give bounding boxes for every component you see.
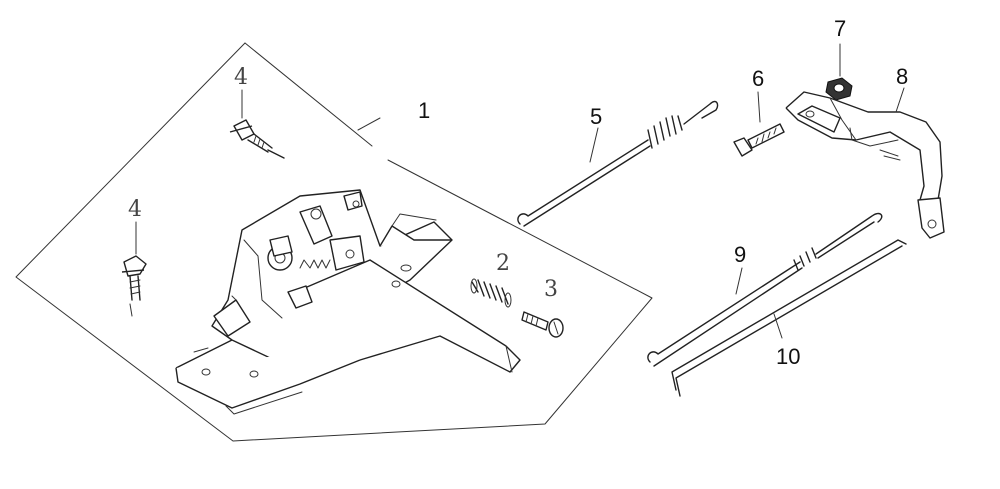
lever-bracket [785, 87, 945, 239]
callout-3: 3 [544, 277, 558, 302]
callout-1: 1 [418, 98, 430, 123]
compression-spring [470, 278, 512, 308]
callout-10: 10 [776, 344, 800, 369]
link-rod [671, 239, 907, 397]
hex-nut [825, 43, 853, 101]
callout-8: 8 [896, 64, 908, 89]
screw [521, 311, 564, 338]
carriage-bolt [733, 91, 785, 157]
callout-2: 2 [496, 251, 510, 276]
callout-4-lower: 4 [128, 197, 142, 222]
callout-labels: 1 2 3 4 4 5 6 7 8 9 10 [128, 16, 908, 369]
callout-7: 7 [834, 16, 846, 41]
assembly-group-outline [15, 42, 653, 442]
callout-9: 9 [734, 242, 746, 267]
throttle-spring-rod [647, 212, 883, 367]
callout-6: 6 [752, 66, 764, 91]
callout-5: 5 [590, 104, 602, 129]
control-plate-assembly [175, 189, 521, 415]
flange-bolt-upper [229, 89, 285, 159]
spring-rod [517, 100, 719, 227]
callout-4-upper: 4 [234, 65, 248, 90]
flange-bolt-lower [121, 221, 147, 317]
